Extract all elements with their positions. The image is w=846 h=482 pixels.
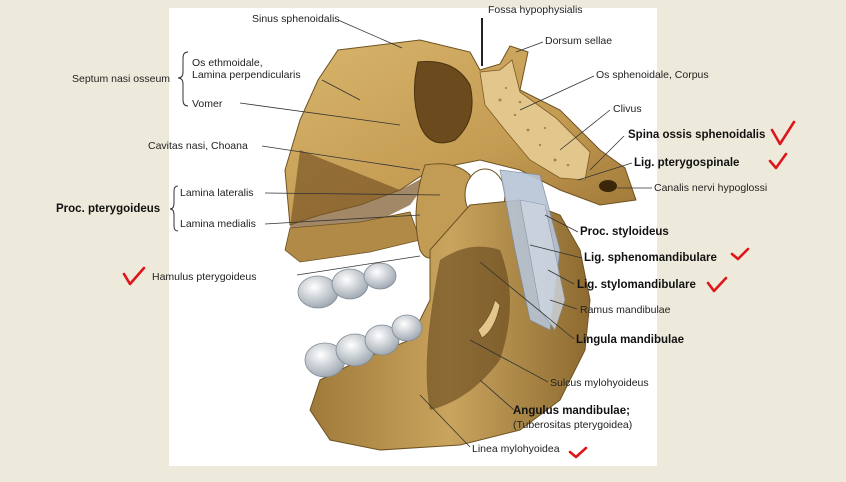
septum-brace	[177, 51, 189, 107]
nasal-cavity	[290, 150, 440, 240]
label-lamina-lateralis: Lamina lateralis	[180, 187, 254, 199]
red-checkmark-icon	[568, 446, 588, 459]
label-clivus: Clivus	[613, 103, 642, 115]
label-angulus-mandibulae: Angulus mandibulae;	[513, 405, 630, 417]
label-lig-pterygospinale: Lig. pterygospinale	[634, 157, 740, 169]
label-canalis-nervi-hypoglossi: Canalis nervi hypoglossi	[654, 182, 768, 194]
label-lingula-mandibulae: Lingula mandibulae	[576, 334, 684, 346]
lower-teeth	[304, 314, 423, 378]
label-hamulus-pterygoideus: Hamulus pterygoideus	[152, 271, 257, 283]
red-checkmark-icon	[770, 120, 796, 146]
upper-teeth	[297, 262, 397, 309]
label-proc-styloideus: Proc. styloideus	[580, 226, 669, 238]
label-lig-sphenomandibulare: Lig. sphenomandibulare	[584, 252, 717, 264]
label-dorsum-sellae: Dorsum sellae	[545, 35, 613, 47]
red-checkmark-icon	[122, 266, 146, 286]
label-proc-pterygoideus: Proc. pterygoideus	[56, 203, 161, 215]
red-checkmark-icon	[706, 276, 728, 293]
label-septum-nasi-osseum: Septum nasi osseum	[72, 73, 171, 85]
label-vomer: Vomer	[192, 98, 223, 110]
label-ramus-mandibulae: Ramus mandibulae	[580, 304, 671, 316]
ligament-stylomandibular	[519, 199, 566, 331]
hypoglossal-canal	[599, 180, 617, 192]
label-lig-stylomandibulare: Lig. stylomandibulare	[577, 279, 696, 291]
label-lamina-medialis: Lamina medialis	[180, 218, 256, 230]
label-os-ethmoidale: Os ethmoidale,	[192, 57, 263, 69]
pterygoid-brace	[169, 185, 179, 232]
label-fossa-hypophysialis: Fossa hypophysialis	[488, 4, 583, 16]
leader-lines	[239, 19, 652, 448]
label-spina-ossis-sphenoidalis: Spina ossis sphenoidalis	[628, 129, 766, 141]
label-cavitas-nasi-choana: Cavitas nasi, Choana	[148, 140, 248, 152]
mandible-inner-shadow	[426, 246, 510, 410]
hard-palate	[284, 211, 421, 263]
label-linea-mylohyoidea: Linea mylohyoidea	[472, 443, 560, 455]
red-checkmark-icon	[768, 152, 788, 170]
label-os-sphenoidale-corpus: Os sphenoidale, Corpus	[596, 69, 709, 81]
label-tuberositas-pterygoidea: (Tuberositas pterygoidea)	[513, 419, 633, 431]
sphenoid-body	[479, 59, 591, 181]
label-lamina-perpendicularis: Lamina perpendicularis	[192, 69, 301, 81]
lingula	[477, 299, 501, 339]
label-sulcus-mylohyoideus: Sulcus mylohyoideus	[550, 377, 649, 389]
sphenoid-sinus	[413, 60, 473, 144]
red-checkmark-icon	[730, 247, 750, 261]
label-sinus-sphenoidalis: Sinus sphenoidalis	[252, 13, 340, 25]
